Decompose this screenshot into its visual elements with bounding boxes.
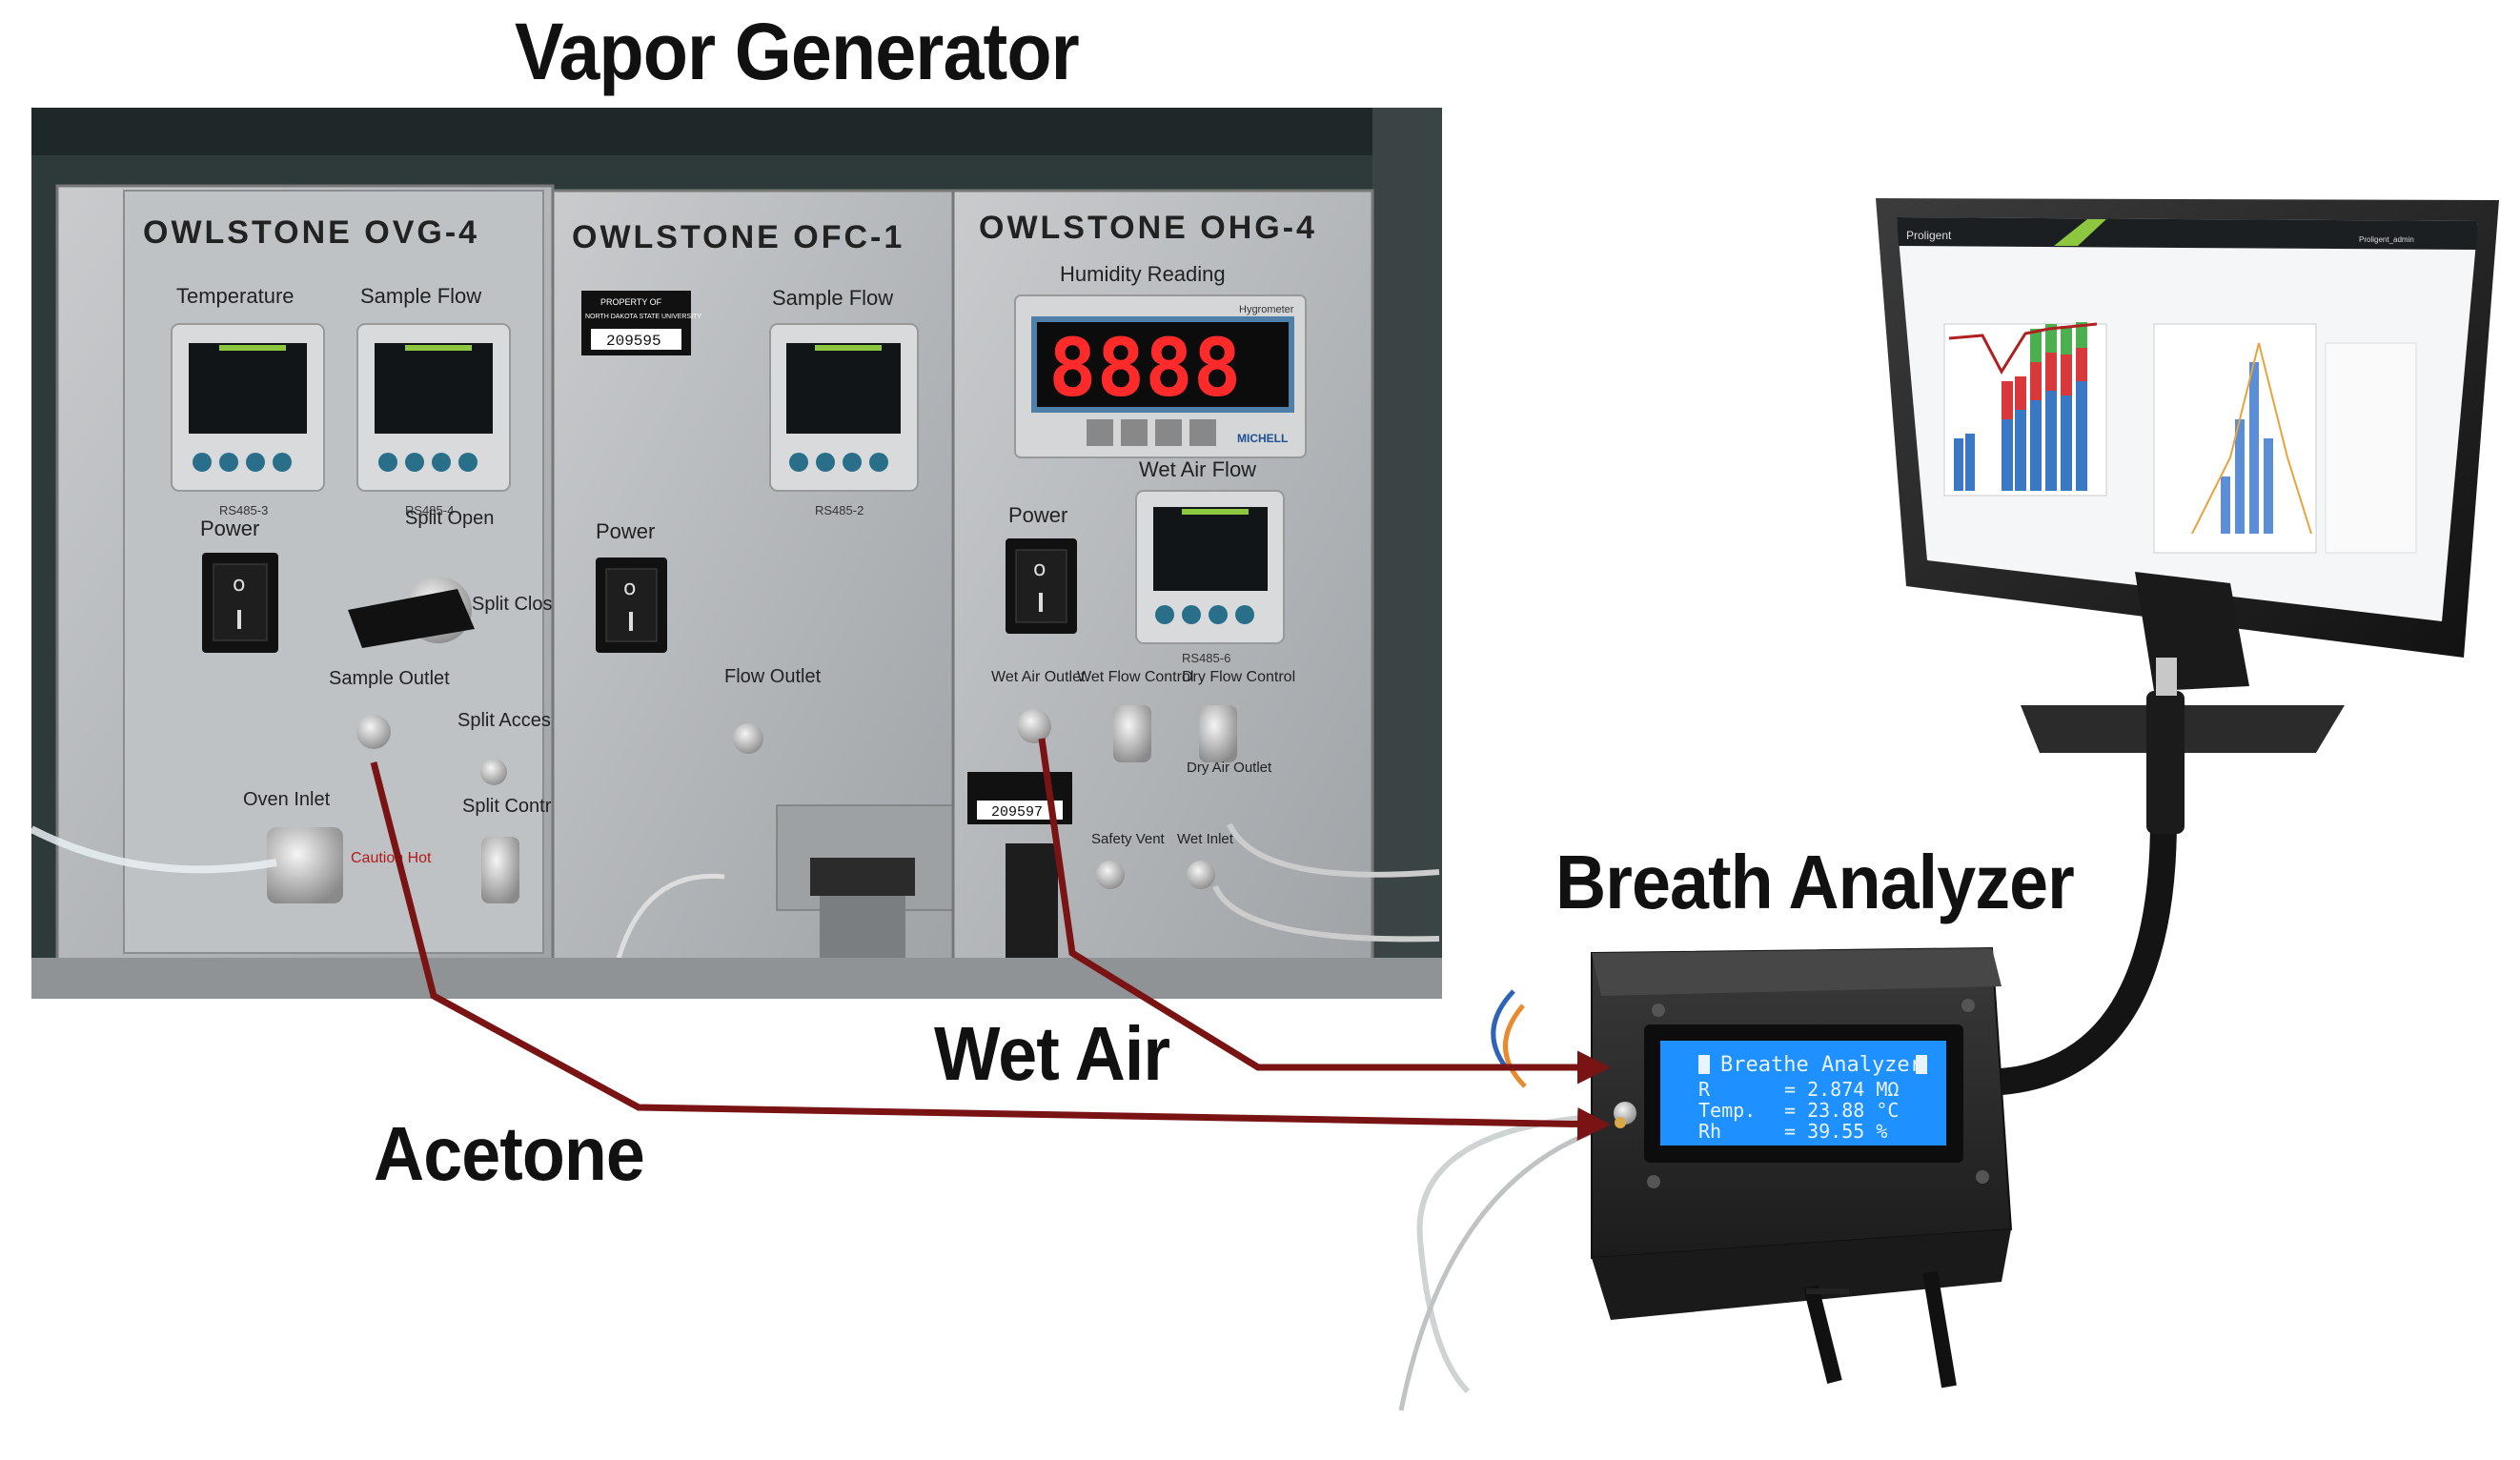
svg-text:Split Access: Split Access [457,710,560,731]
svg-text:209597: 209597 [991,804,1043,821]
screen-chart-right [2153,323,2417,554]
svg-text:RS485-2: RS485-2 [815,503,864,517]
breath-analyzer-device: Breathe Analyzer R = 2.874 MΩ Temp. = 23… [1398,946,2013,1411]
breath-analyzer-title: Breath Analyzer [1555,840,2075,924]
svg-text:= 39.55 %: = 39.55 % [1784,1120,1887,1143]
svg-text:Temp.: Temp. [1698,1099,1756,1122]
svg-text:Sample Flow: Sample Flow [360,284,481,308]
power-switch-3: o [1006,538,1077,634]
power-switch-1: o [202,553,278,653]
sample-outlet-port [356,715,391,749]
svg-text:Hygrometer: Hygrometer [1239,304,1294,315]
flow-arrows [370,738,1611,1141]
svg-text:Split Control: Split Control [462,796,566,817]
module2-name: OWLSTONE OFC-1 [572,219,904,255]
svg-text:Wet Inlet: Wet Inlet [1177,831,1234,847]
svg-text:Power: Power [1008,503,1067,527]
power-switch-2: o [596,558,667,653]
svg-text:Dry Air Outlet: Dry Air Outlet [1187,760,1272,776]
vapor-generator-title: Vapor Generator [515,7,1080,96]
lcd-title: Breathe Analyzer [1720,1053,1922,1077]
screen-chart-left [1943,322,2107,497]
svg-text:Proligent: Proligent [1906,229,1952,242]
svg-text:209595: 209595 [606,333,661,350]
svg-text:R: R [1698,1078,1711,1101]
ofc-sample-flow-controller [769,323,919,492]
svg-text:Wet Air Flow: Wet Air Flow [1139,457,1256,481]
svg-text:RS485-6: RS485-6 [1182,651,1230,665]
module-ovg4: OWLSTONE OVG-4 Temperature Sample Flow R… [30,184,574,988]
acetone-line [370,761,1611,1141]
svg-text:Flow Outlet: Flow Outlet [724,666,822,687]
temperature-controller [171,323,325,492]
property-sticker-1: PROPERTY OF NORTH DAKOTA STATE UNIVERSIT… [581,291,701,355]
svg-text:Proligent_admin: Proligent_admin [2359,235,2414,244]
monitor: Proligent Proligent_admin [1876,198,2499,1095]
svg-text:Wet Air Outlet: Wet Air Outlet [991,669,1086,685]
property-sticker-2: 209597 [967,772,1072,824]
svg-text:o: o [623,577,636,600]
svg-text:o: o [1033,558,1046,581]
split-valve-handle [348,577,475,648]
svg-text:= 2.874 MΩ: = 2.874 MΩ [1784,1078,1899,1101]
svg-text:Safety Vent: Safety Vent [1091,831,1166,847]
module3-name: OWLSTONE OHG-4 [979,210,1317,246]
svg-text:= 23.88 °C: = 23.88 °C [1784,1099,1899,1122]
svg-text:Wet Flow Control: Wet Flow Control [1077,669,1193,685]
hygrometer-display: 8888 Hygrometer MICHELL [1014,294,1307,458]
svg-text:Power: Power [596,519,655,543]
svg-text:o: o [233,573,245,597]
module-ofc1: OWLSTONE OFC-1 PROPERTY OF NORTH DAKOTA … [551,189,959,1000]
svg-text:Humidity Reading: Humidity Reading [1060,262,1226,286]
svg-text:RS485-4: RS485-4 [405,503,454,517]
module-ohg4: OWLSTONE OHG-4 Humidity Reading 8888 Hyg… [951,189,1440,988]
svg-text:Temperature: Temperature [176,284,295,308]
svg-text:Split Closed: Split Closed [472,594,574,615]
module1-name: OWLSTONE OVG-4 [143,214,479,251]
acetone-label: Acetone [374,1111,645,1196]
wet-air-flow-controller [1135,490,1285,644]
svg-text:Power: Power [200,517,259,540]
svg-text:Sample Flow: Sample Flow [772,286,893,310]
svg-text:Split Open: Split Open [405,508,494,529]
svg-text:NORTH DAKOTA STATE UNIVERSITY: NORTH DAKOTA STATE UNIVERSITY [585,314,701,320]
svg-text:PROPERTY OF: PROPERTY OF [600,297,662,307]
svg-text:MICHELL: MICHELL [1237,432,1288,445]
svg-text:8888: 8888 [1048,321,1241,415]
wet-air-line [1038,738,1611,1085]
svg-text:Dry Flow Control: Dry Flow Control [1182,669,1295,685]
sample-flow-controller [356,323,511,492]
vapor-generator-photo: OWLSTONE OVG-4 Temperature Sample Flow R… [30,108,1442,1000]
svg-text:Oven Inlet: Oven Inlet [243,789,331,810]
svg-text:Rh: Rh [1698,1120,1721,1143]
wet-air-label: Wet Air [934,1011,1170,1096]
svg-text:RS485-3: RS485-3 [219,503,268,517]
svg-text:Caution Hot: Caution Hot [351,850,432,866]
svg-text:Sample Outlet: Sample Outlet [329,668,450,689]
